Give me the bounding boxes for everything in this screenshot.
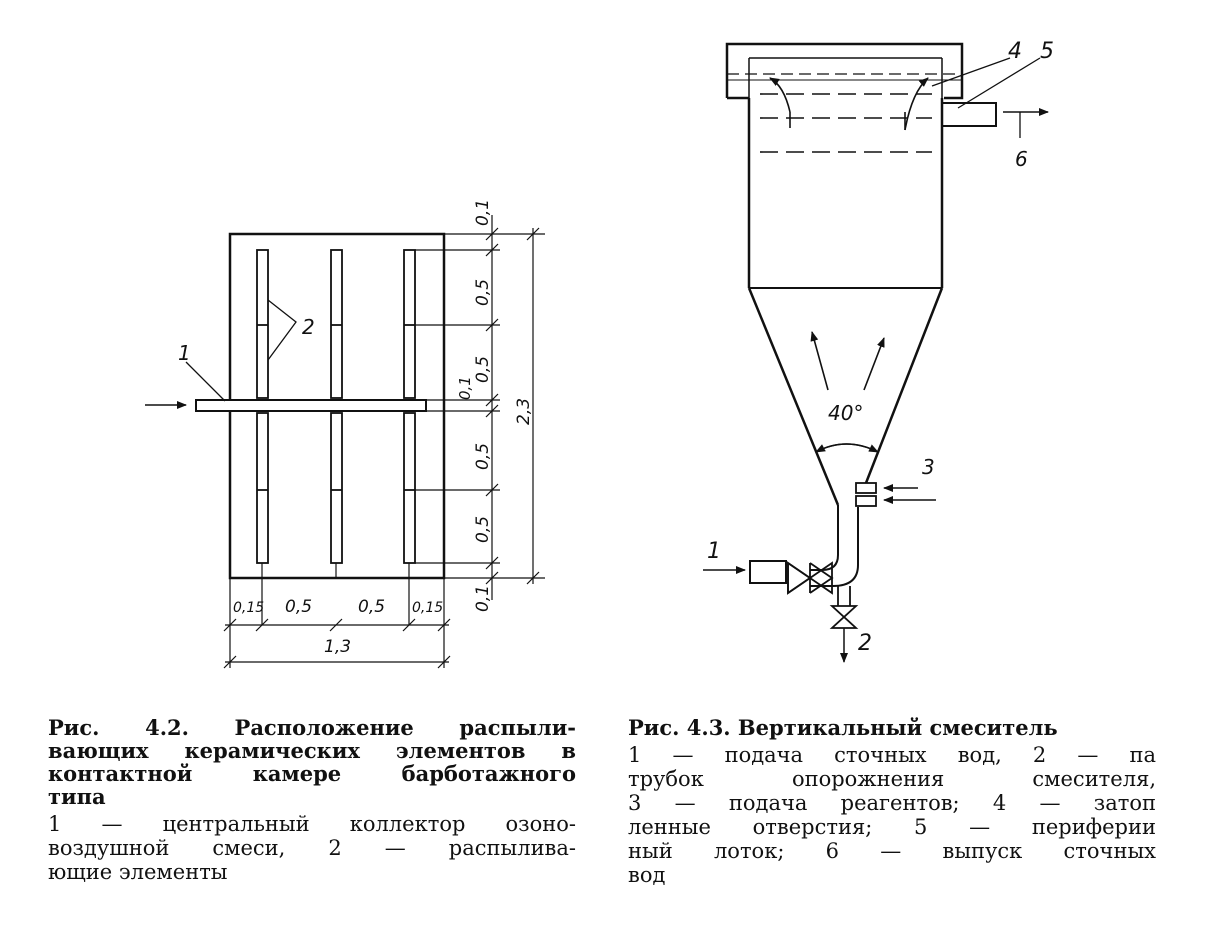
- dim-seg3: 0,5: [473, 443, 493, 470]
- caption-line: вающих керамических элементов в: [48, 738, 576, 763]
- fig-4-3-caption-title: Рис. 4.3. Вертикальный смеситель: [628, 715, 1058, 740]
- dim-w-a: 0,5: [285, 597, 312, 617]
- dim-w-b: 0,5: [358, 597, 385, 617]
- label-holes: 4: [1008, 39, 1022, 64]
- caption-line: Рис. 4.2. Расположение распыли-: [48, 715, 576, 740]
- dim-bottom-gap: 0,1: [473, 585, 493, 612]
- label-reagents: 3: [922, 455, 935, 479]
- label-tray: 5: [1040, 39, 1054, 64]
- figures-canvas: 1 2 0,1 0,5 0,5 0,1 0,5 0,5 0,1 2,3 0,15…: [145, 39, 1054, 669]
- reagent-nozzle: [855, 482, 877, 494]
- dim-w-left: 0,15: [233, 600, 264, 616]
- fig-4-3-caption: Рис. 4.3. Вертикальный смеситель 1 — под…: [628, 716, 1156, 887]
- sprayer-element: [403, 249, 416, 399]
- fig-4-2-caption-text: 1 — центральный коллектор озоно- воздушн…: [48, 812, 576, 884]
- caption-line: 3 — подача реагентов; 4 — затоп: [628, 791, 1156, 815]
- sprayer-element: [256, 249, 269, 399]
- dim-seg1: 0,5: [473, 279, 493, 306]
- caption-line: вод: [628, 863, 666, 887]
- horizontal-dimensions: [223, 578, 451, 669]
- top-flange: [725, 42, 964, 100]
- dim-w-right: 0,15: [412, 600, 443, 616]
- vertical-dimensions: [415, 215, 545, 600]
- sprayer-elements: [256, 249, 416, 625]
- caption-line: трубок опорожнения смесителя,: [628, 767, 1156, 791]
- fig-4-2-drawing: [145, 215, 545, 669]
- sprayer-element: [330, 412, 343, 564]
- drain-valve: [829, 605, 859, 629]
- caption-line: типа: [48, 784, 106, 809]
- fig-4-2-caption: Рис. 4.2. Расположение распыли- вающих к…: [48, 716, 576, 884]
- label-drain: 2: [858, 631, 872, 656]
- caption-line: ющие элементы: [48, 860, 228, 884]
- dim-total-width: 1,3: [324, 637, 351, 657]
- fig-4-3-caption-text: 1 — подача сточных вод, 2 — па трубок оп…: [628, 743, 1156, 887]
- fig-4-3-labels: 1 2 3 4 5 6 40°: [707, 39, 1054, 656]
- fig-4-3-drawing: [703, 42, 1049, 663]
- dim-seg2: 0,5: [473, 356, 493, 383]
- dim-top-gap: 0,1: [473, 199, 493, 226]
- cone-right-wall: [864, 287, 944, 484]
- central-collector: [195, 399, 427, 412]
- fig-4-2-labels: 1 2 0,1 0,5 0,5 0,1 0,5 0,5 0,1 2,3 0,15…: [178, 199, 534, 657]
- label-inlet: 1: [707, 539, 721, 564]
- label-angle: 40°: [828, 401, 863, 425]
- sprayer-element: [403, 412, 416, 564]
- caption-line: контактной камере барботажного: [48, 761, 576, 786]
- caption-line: ный лоток; 6 — выпуск сточных: [628, 839, 1156, 863]
- caption-line: воздушной смеси, 2 — распылива-: [48, 836, 576, 860]
- inlet-flange: [749, 560, 787, 584]
- dim-seg4: 0,5: [473, 516, 493, 543]
- caption-line: 1 — подача сточных вод, 2 — па: [628, 743, 1156, 767]
- dim-total-height: 2,3: [514, 398, 534, 425]
- fig-4-2-caption-title: Рис. 4.2. Расположение распыли- вающих к…: [48, 716, 576, 808]
- label-collector: 1: [178, 341, 191, 365]
- cone-left-wall: [747, 287, 840, 506]
- sprayer-element: [256, 412, 269, 564]
- caption-line: 1 — центральный коллектор озоно-: [48, 812, 576, 836]
- outlet-nozzle: [941, 98, 997, 127]
- inlet-bend-pipe: [810, 505, 839, 571]
- sprayer-element: [330, 249, 343, 399]
- label-outlet: 6: [1015, 147, 1028, 171]
- caption-line: ленные отверстия; 5 — периферии: [628, 815, 1156, 839]
- label-elements: 2: [302, 315, 315, 339]
- dim-mid-gap: 0,1: [456, 376, 474, 400]
